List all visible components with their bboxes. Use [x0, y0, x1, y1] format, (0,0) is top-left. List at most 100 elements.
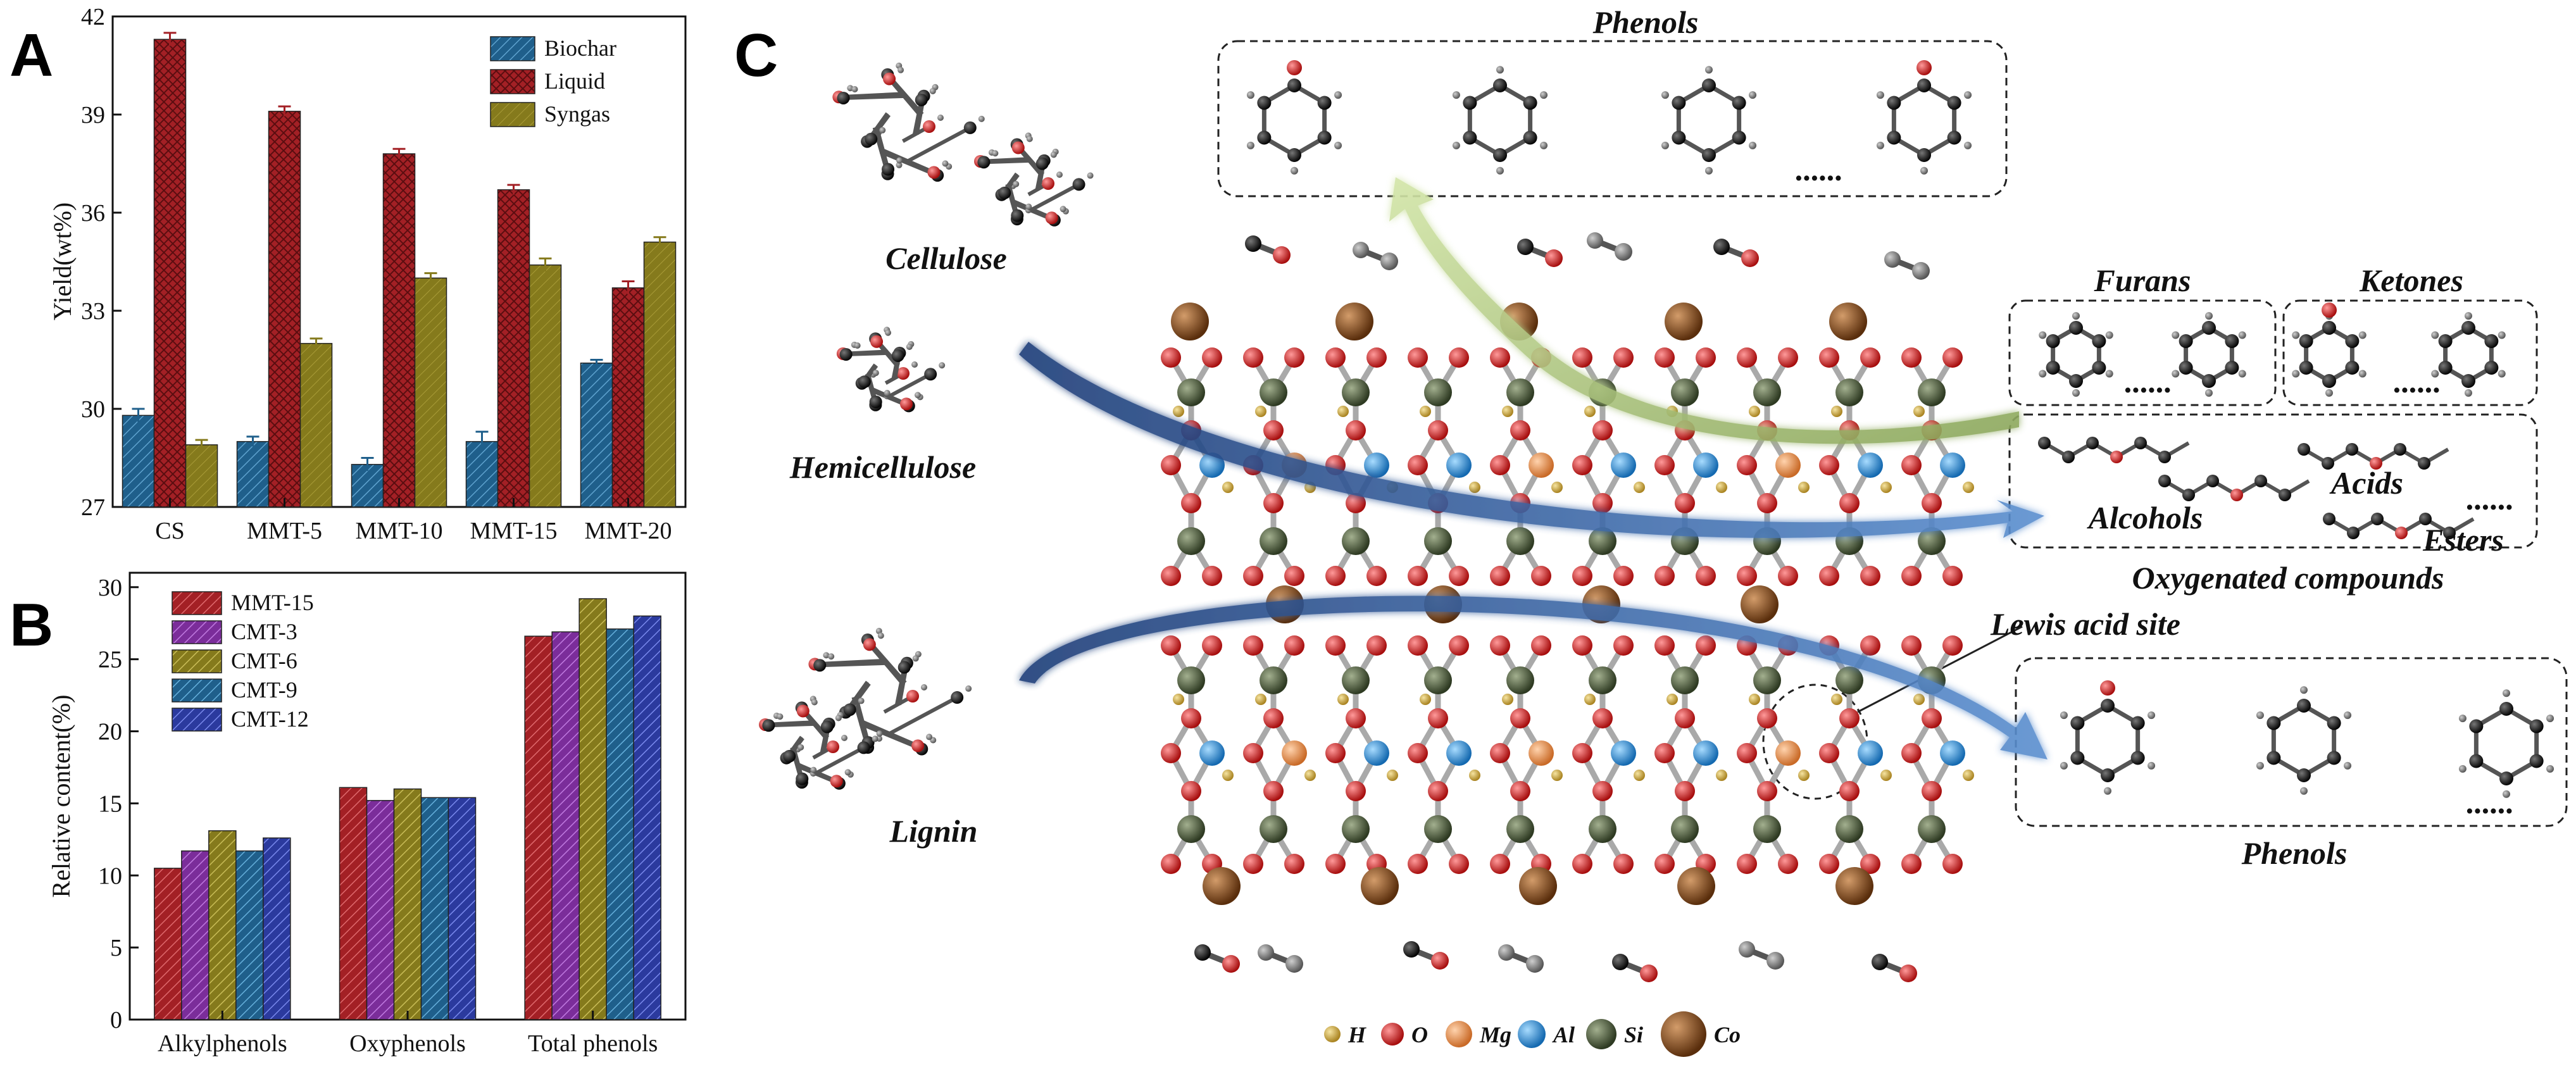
legend-co-ball [1661, 1011, 1706, 1057]
oxygen-atom [1408, 743, 1428, 763]
legend-swatch [172, 708, 222, 732]
aluminum-atom [1693, 453, 1718, 478]
bond [768, 721, 815, 728]
carbon-atom [839, 347, 853, 361]
silicon-atom [1177, 378, 1205, 406]
bar-cmt-6 [578, 598, 607, 1020]
silicon-atom [1342, 378, 1370, 406]
oxygen-atom [1490, 455, 1510, 475]
hydrogen-atom [2060, 711, 2068, 720]
oxygen-atom [2100, 680, 2115, 696]
hydrogen-atom [1964, 91, 1972, 99]
bond [870, 387, 908, 406]
gas-atom [1245, 235, 1261, 252]
chain-atom [2158, 475, 2171, 487]
magnesium-atom [1775, 453, 1801, 478]
bar-cmt-3 [366, 800, 395, 1020]
oxygen-atom [830, 775, 843, 788]
chain-atom [2206, 475, 2219, 487]
chain-atom [2038, 437, 2051, 449]
hydrogen-atom [884, 390, 891, 397]
gas-atom [1194, 944, 1211, 961]
gas-atom [1766, 952, 1784, 970]
legend-co-label: Co [1714, 1022, 1741, 1047]
ketones-box [2282, 299, 2538, 406]
bar-cmt-9 [420, 797, 449, 1020]
molecule-sketches [758, 60, 2554, 982]
bond [888, 696, 958, 735]
y-tick-label: 30 [81, 396, 105, 423]
aluminum-atom [1693, 740, 1718, 766]
chain-atom [2418, 457, 2430, 470]
chain-atom [2347, 527, 2360, 539]
carbon-atom [1493, 78, 1507, 92]
oxygen-atom [1860, 347, 1880, 368]
hydrogen-atom [1173, 694, 1184, 705]
oxygen-atom [1366, 566, 1387, 586]
cellulose-label: Cellulose [885, 240, 1007, 276]
oxygen-atom [1654, 854, 1675, 874]
carbon-atom [2267, 751, 2281, 765]
oxygen-atom [1942, 347, 1963, 368]
catalyst-schematic: Phenols Cellulose Hemicellulose Lignin F… [758, 4, 2568, 1057]
panel-b-letter: B [9, 591, 53, 659]
carbon-atom [1463, 96, 1477, 110]
oxygen-atom [1045, 211, 1058, 225]
oxygen-atom [1287, 60, 1302, 75]
bar-cmt-3 [551, 631, 580, 1020]
hydrogen-atom [2503, 689, 2510, 697]
hydrogen-atom [906, 343, 913, 350]
legend-swatch [172, 620, 222, 644]
hydrogen-atom [1291, 166, 1298, 175]
hydrogen-atom [2039, 370, 2047, 378]
hydrogen-atom [1060, 206, 1066, 213]
legend-label: MMT-15 [231, 590, 314, 615]
hydrogen-atom [1025, 203, 1032, 210]
hydrogen-atom [2256, 761, 2264, 770]
hydrogen-atom [1666, 694, 1678, 705]
carbon-atom [837, 91, 850, 104]
cobalt-atom [1835, 867, 1873, 905]
legend-label: CMT-6 [231, 648, 297, 673]
oxygen-atom [1490, 854, 1510, 874]
oxygen-atom [1819, 455, 1839, 475]
oxygen-atom [1284, 566, 1304, 586]
hydrogen-atom [828, 653, 835, 660]
cobalt-atom [1665, 303, 1703, 340]
y-tick-label: 33 [81, 298, 105, 325]
oxygen-atom [1325, 347, 1346, 368]
silicon-atom [1260, 527, 1287, 555]
bond [880, 147, 935, 175]
hydrogen-atom [1222, 482, 1234, 493]
legend-label: CMT-9 [231, 677, 297, 702]
silicon-atom [1835, 666, 1863, 694]
carbon-atom [2297, 699, 2311, 713]
aluminum-atom [1858, 453, 1883, 478]
aluminum-atom [1611, 740, 1636, 766]
carbon-atom [1887, 130, 1901, 145]
silicon-atom [1177, 527, 1205, 555]
hydrogen-atom [872, 735, 878, 742]
oxygen-atom [1675, 781, 1695, 801]
carbon-atom [2322, 374, 2336, 388]
legend-swatch [172, 649, 222, 673]
oxygen-atom [1860, 854, 1880, 874]
oxygen-atom [1819, 347, 1839, 368]
carbon-atom [820, 720, 834, 734]
carbon-atom [796, 772, 809, 785]
hydrogen-atom [1584, 406, 1596, 417]
carbon-atom [2202, 321, 2216, 335]
chain-atom [2062, 451, 2075, 463]
bar-mmt-15 [154, 868, 182, 1020]
cobalt-atom [1829, 303, 1867, 340]
x-tick-label: MMT-5 [247, 518, 322, 544]
oxygen-atom [1408, 455, 1428, 475]
hydrogen-atom [810, 766, 817, 773]
phenols-top-box [1217, 40, 2008, 197]
oxygen-atom [1243, 347, 1263, 368]
carbon-atom [897, 661, 911, 674]
hydrogen-atom [2546, 765, 2554, 773]
legend-swatch [490, 36, 535, 61]
hydrogen-atom [1337, 406, 1349, 417]
oxygen-atom [1675, 493, 1695, 513]
